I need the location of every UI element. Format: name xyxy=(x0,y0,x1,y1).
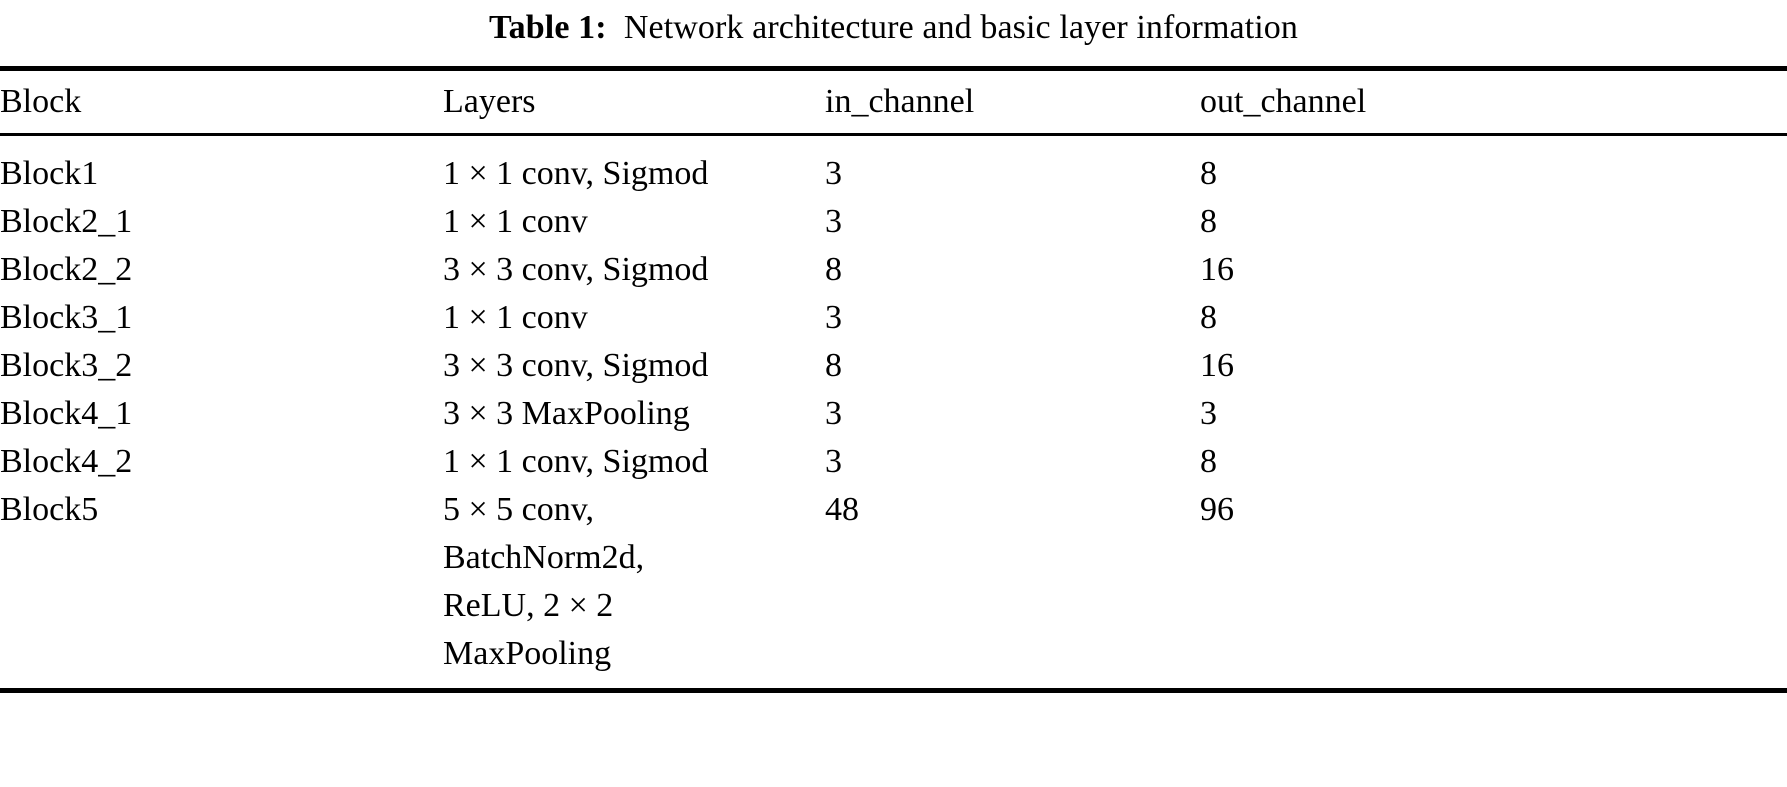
table-caption: Table 1: Network architecture and basic … xyxy=(0,0,1787,50)
cell-layers: 3 × 3 conv, Sigmod xyxy=(443,251,709,288)
column-header-block: Block xyxy=(0,83,82,120)
cell-in-channel: 3 xyxy=(825,395,842,432)
table-body: Block1 1 × 1 conv, Sigmod 3 8 Block2_1 1… xyxy=(0,136,1787,678)
cell-block: Block5 xyxy=(0,491,99,528)
cell-block: Block3_2 xyxy=(0,347,133,384)
cell-out-channel: 3 xyxy=(1200,395,1217,432)
cell-layers: 3 × 3 conv, Sigmod xyxy=(443,347,709,384)
column-header-layers: Layers xyxy=(443,83,536,120)
table-row: Block4_1 3 × 3 MaxPooling 3 3 xyxy=(0,390,1787,438)
table-rule-top xyxy=(0,66,1787,71)
cell-in-channel: 3 xyxy=(825,443,842,480)
cell-out-channel: 8 xyxy=(1200,203,1217,240)
table-header: Block Layers in_channel out_channel xyxy=(0,71,1787,133)
cell-layers: 3 × 3 MaxPooling xyxy=(443,395,690,432)
table-row: Block3_1 1 × 1 conv 3 8 xyxy=(0,294,1787,342)
table-caption-text: Network architecture and basic layer inf… xyxy=(623,9,1298,46)
table-caption-label: Table 1: xyxy=(489,9,607,46)
cell-layers: 5 × 5 conv, BatchNorm2d, ReLU, 2 × 2 Max… xyxy=(443,491,645,672)
table-row: Block1 1 × 1 conv, Sigmod 3 8 xyxy=(0,136,1787,198)
cell-in-channel: 48 xyxy=(825,491,859,528)
network-architecture-table-body: Block1 1 × 1 conv, Sigmod 3 8 Block2_1 1… xyxy=(0,136,1787,678)
network-architecture-table: Block Layers in_channel out_channel xyxy=(0,71,1787,133)
cell-in-channel: 3 xyxy=(825,299,842,336)
cell-block: Block2_2 xyxy=(0,251,133,288)
table-row: Block5 5 × 5 conv, BatchNorm2d, ReLU, 2 … xyxy=(0,486,1787,678)
cell-layers: 1 × 1 conv, Sigmod xyxy=(443,443,709,480)
cell-out-channel: 8 xyxy=(1200,299,1217,336)
table-row: Block3_2 3 × 3 conv, Sigmod 8 16 xyxy=(0,342,1787,390)
cell-block: Block4_1 xyxy=(0,395,133,432)
cell-in-channel: 3 xyxy=(825,203,842,240)
table-row: Block2_2 3 × 3 conv, Sigmod 8 16 xyxy=(0,246,1787,294)
column-header-out-channel: out_channel xyxy=(1200,83,1367,120)
cell-out-channel: 16 xyxy=(1200,251,1234,288)
cell-out-channel: 8 xyxy=(1200,443,1217,480)
cell-layers: 1 × 1 conv xyxy=(443,203,588,240)
cell-layers: 1 × 1 conv, Sigmod xyxy=(443,155,709,192)
cell-in-channel: 8 xyxy=(825,347,842,384)
cell-out-channel: 8 xyxy=(1200,155,1217,192)
cell-block: Block1 xyxy=(0,155,99,192)
table-rule-middle xyxy=(0,133,1787,136)
table-row: Block4_2 1 × 1 conv, Sigmod 3 8 xyxy=(0,438,1787,486)
table-row: Block2_1 1 × 1 conv 3 8 xyxy=(0,198,1787,246)
cell-block: Block3_1 xyxy=(0,299,133,336)
cell-layers: 1 × 1 conv xyxy=(443,299,588,336)
table-rule-bottom xyxy=(0,688,1787,693)
cell-in-channel: 3 xyxy=(825,155,842,192)
cell-out-channel: 16 xyxy=(1200,347,1234,384)
cell-in-channel: 8 xyxy=(825,251,842,288)
cell-block: Block2_1 xyxy=(0,203,133,240)
cell-block: Block4_2 xyxy=(0,443,133,480)
cell-out-channel: 96 xyxy=(1200,491,1234,528)
column-header-in-channel: in_channel xyxy=(825,83,975,120)
table-bottom-spacer xyxy=(0,678,1787,688)
table-header-row: Block Layers in_channel out_channel xyxy=(0,71,1787,133)
